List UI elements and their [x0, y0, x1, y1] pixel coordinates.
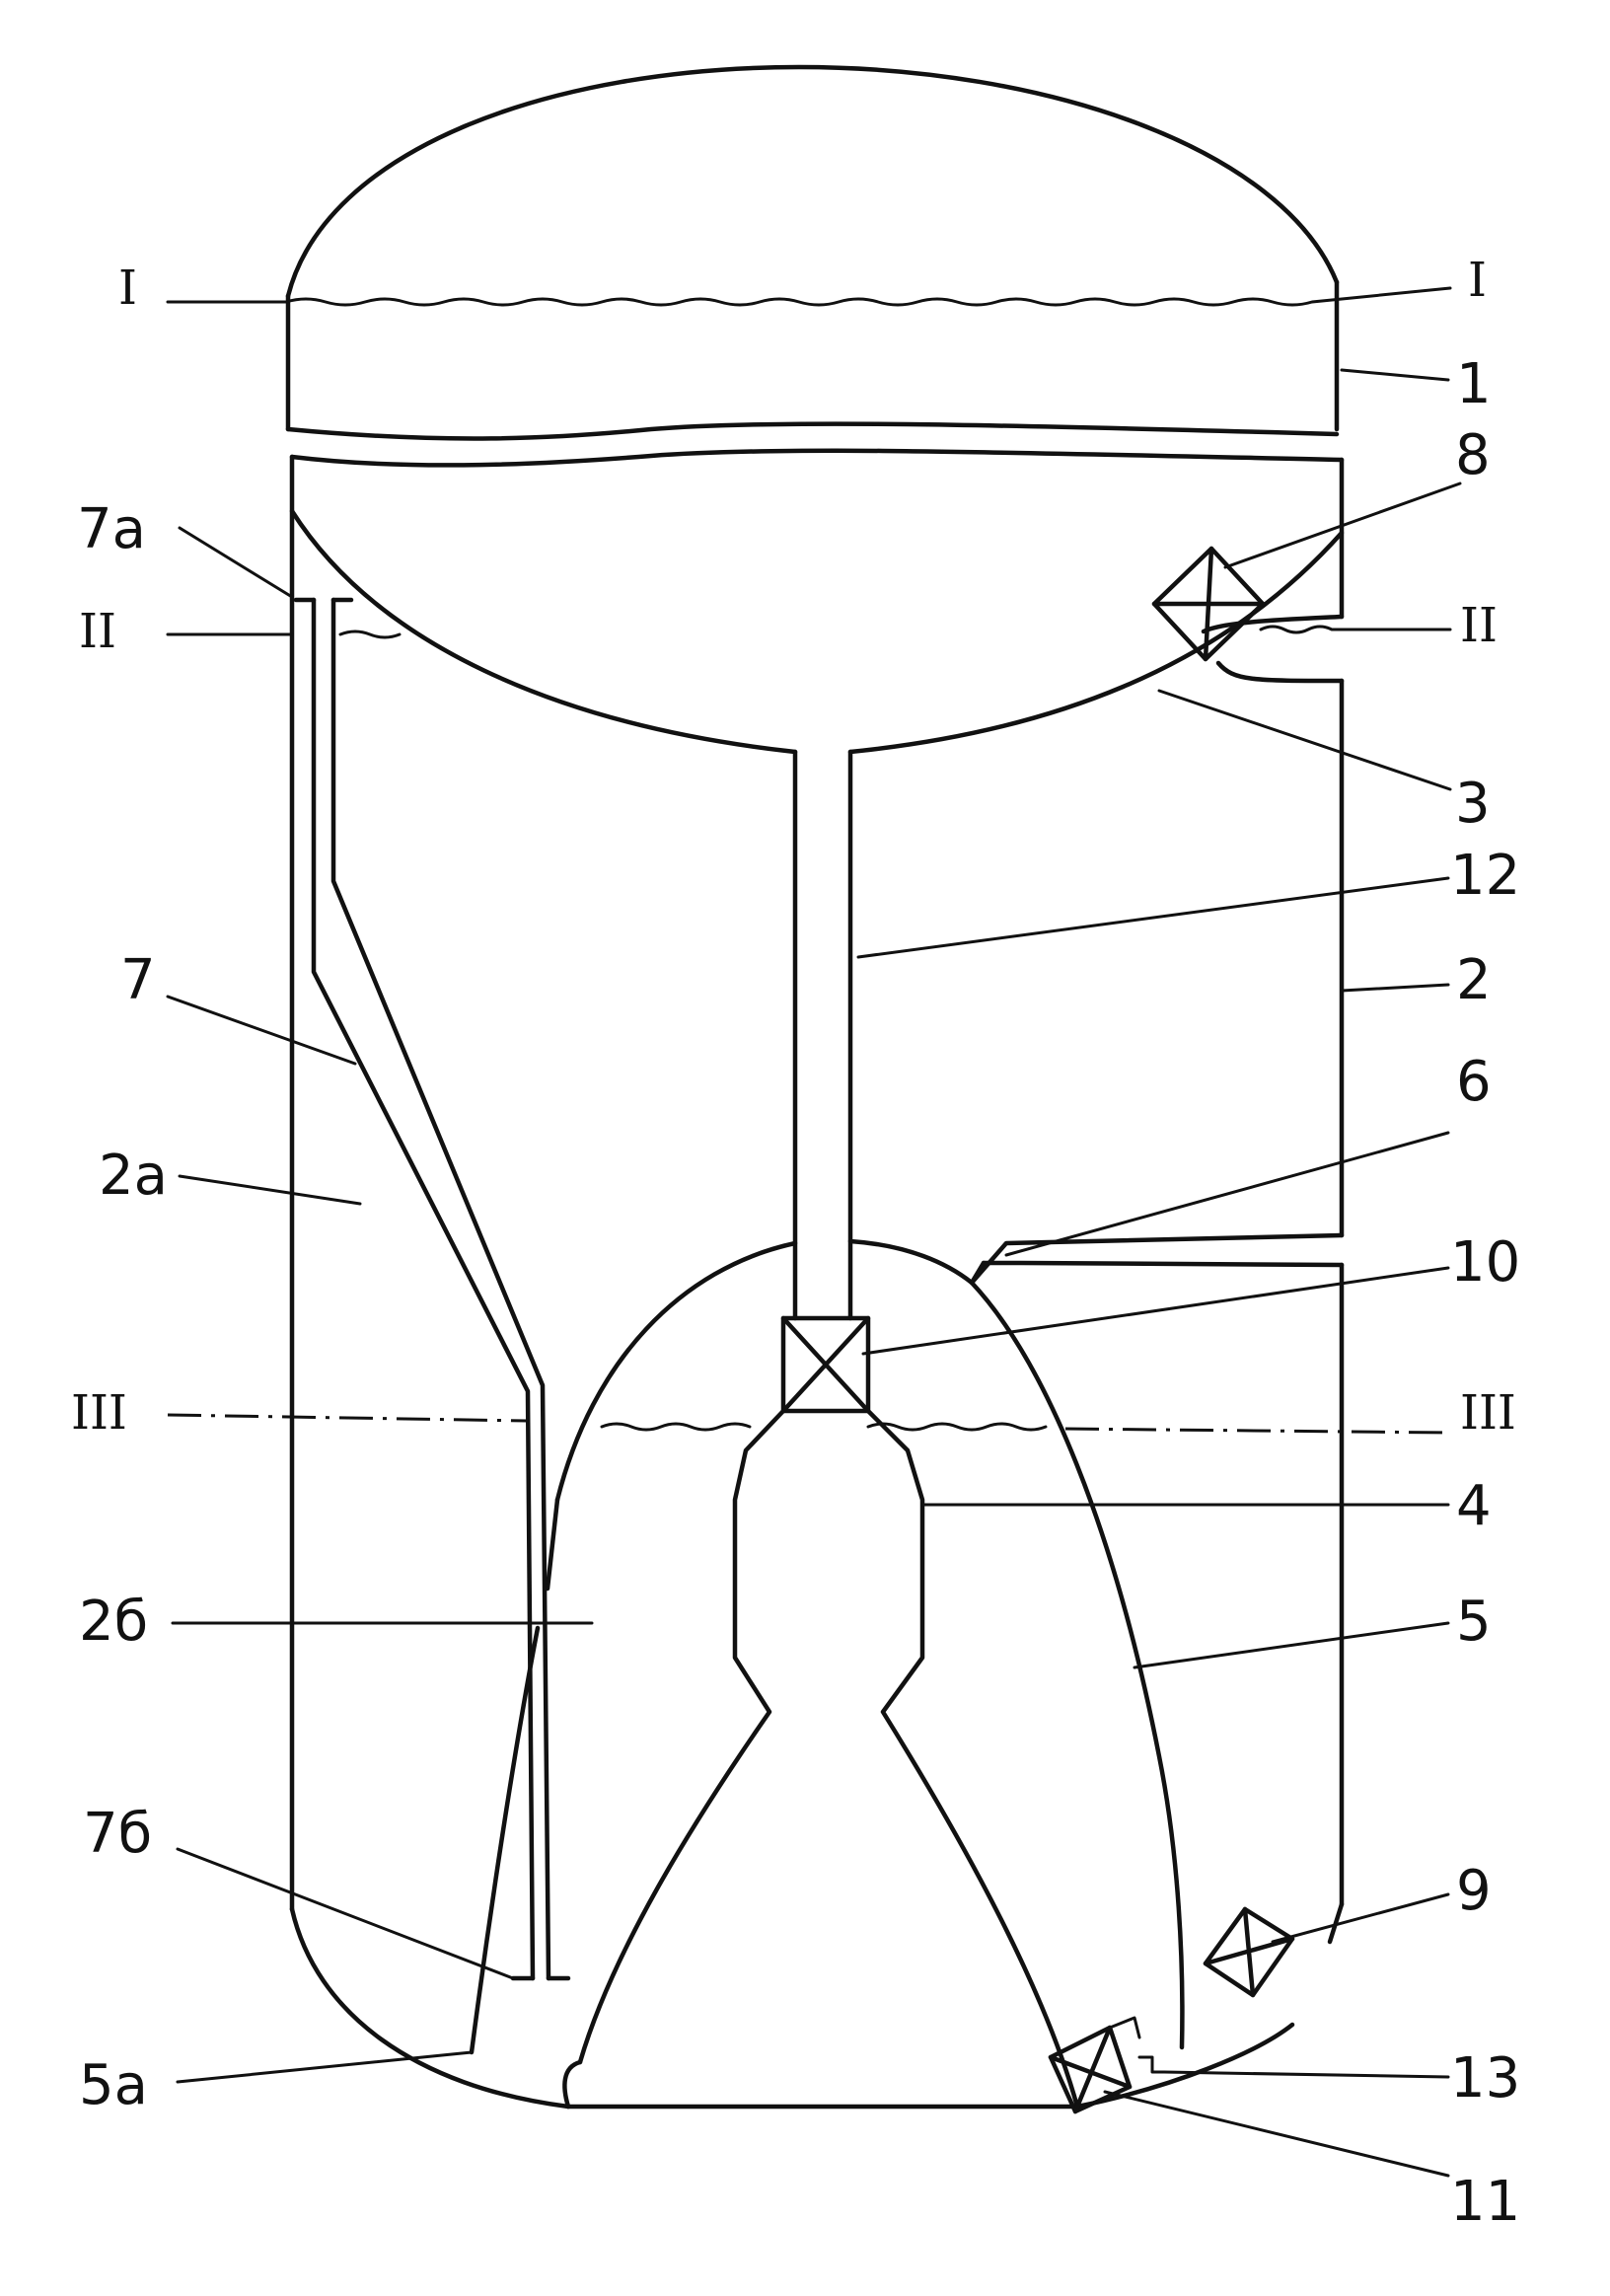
valve-10	[780, 1315, 871, 1414]
pipe-7	[293, 597, 571, 1981]
level-3-line-right	[1064, 1427, 1451, 1435]
level-2-label-left: II	[79, 604, 116, 659]
label-11: 11	[1450, 2170, 1520, 2234]
label-3: 3	[1455, 772, 1491, 836]
label-7a: 7a	[77, 497, 146, 561]
level-2-line-left	[166, 630, 402, 639]
label-2b: 2б	[79, 1590, 148, 1654]
fitting-13	[1137, 2055, 1166, 2074]
label-2a: 2a	[99, 1144, 168, 1208]
label-13: 13	[1450, 2046, 1520, 2111]
label-7: 7	[120, 948, 156, 1012]
leader-lines	[166, 368, 1462, 2178]
lower-vessel	[289, 448, 1345, 2110]
label-6: 6	[1456, 1050, 1492, 1114]
label-12: 12	[1450, 844, 1520, 908]
label-1: 1	[1456, 352, 1492, 416]
level-2-line-right	[1259, 625, 1452, 634]
valve-8	[1151, 546, 1266, 662]
label-2: 2	[1456, 948, 1492, 1012]
central-pipe	[792, 749, 853, 1321]
level-3-line	[167, 1413, 529, 1423]
level-3-label-left: III	[71, 1385, 127, 1441]
valve-9	[1203, 1906, 1295, 1998]
nozzle-4	[562, 1408, 1080, 2110]
level-1-line	[166, 286, 1452, 307]
label-10: 10	[1450, 1230, 1520, 1295]
level-labels: I I II II III III	[71, 253, 1516, 1441]
separating-dish	[289, 508, 1345, 755]
pipe-6	[969, 1232, 1345, 1286]
label-4: 4	[1456, 1474, 1492, 1538]
label-8: 8	[1455, 423, 1491, 487]
label-7b: 7б	[83, 1802, 152, 1866]
part-labels: 1 8 7a 3 12 7 2 2a 6 10 4 2б 5 7б 9 5a 1…	[77, 352, 1520, 2234]
upper-vessel	[285, 64, 1340, 441]
label-9: 9	[1456, 1859, 1492, 1923]
level-2-label-right: II	[1460, 598, 1498, 653]
level-3-surface	[600, 1422, 1048, 1432]
label-5: 5	[1456, 1590, 1492, 1654]
level-1-label-left: I	[118, 260, 137, 316]
label-5a: 5a	[79, 2053, 148, 2117]
level-1-label-right: I	[1468, 253, 1487, 308]
level-3-label-right: III	[1460, 1385, 1516, 1441]
valve-11	[1048, 2016, 1141, 2114]
